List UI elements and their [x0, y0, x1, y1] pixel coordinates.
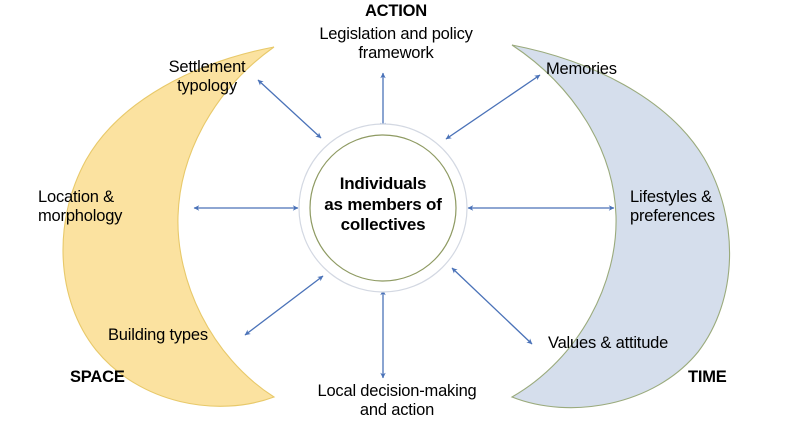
- node-label-local-decision-making-and-action: Local decision-making and action: [317, 382, 477, 420]
- axis-label-space: SPACE: [70, 368, 125, 386]
- node-label-settlement-typology: Settlement typology: [168, 58, 246, 96]
- node-label-memories: Memories: [546, 60, 617, 78]
- connector-arrows: [193, 72, 615, 379]
- arrow-bottom-left: [244, 275, 324, 336]
- arrow-bottom-right: [451, 267, 533, 345]
- inner-circle: [309, 134, 457, 282]
- space-crescent: [62, 46, 276, 407]
- node-label-values-and-attitude: Values & attitude: [548, 334, 669, 352]
- time-crescent: [510, 44, 731, 409]
- node-label-lifestyles-and-preferences: Lifestyles & preferences: [630, 188, 715, 226]
- arrow-top-right: [445, 74, 541, 140]
- axis-label-time: TIME: [688, 368, 727, 386]
- node-label-building-types: Building types: [108, 326, 208, 344]
- node-label-legislation-and-policy-framework: Legislation and policy framework: [319, 25, 473, 63]
- node-label-location-and-morphology: Location & morphology: [38, 188, 123, 226]
- arrow-top-left: [257, 79, 322, 139]
- center-label-individuals-as-members-of-collectives: Individuals as members of collectives: [324, 174, 442, 235]
- axis-label-action: ACTION: [364, 2, 428, 20]
